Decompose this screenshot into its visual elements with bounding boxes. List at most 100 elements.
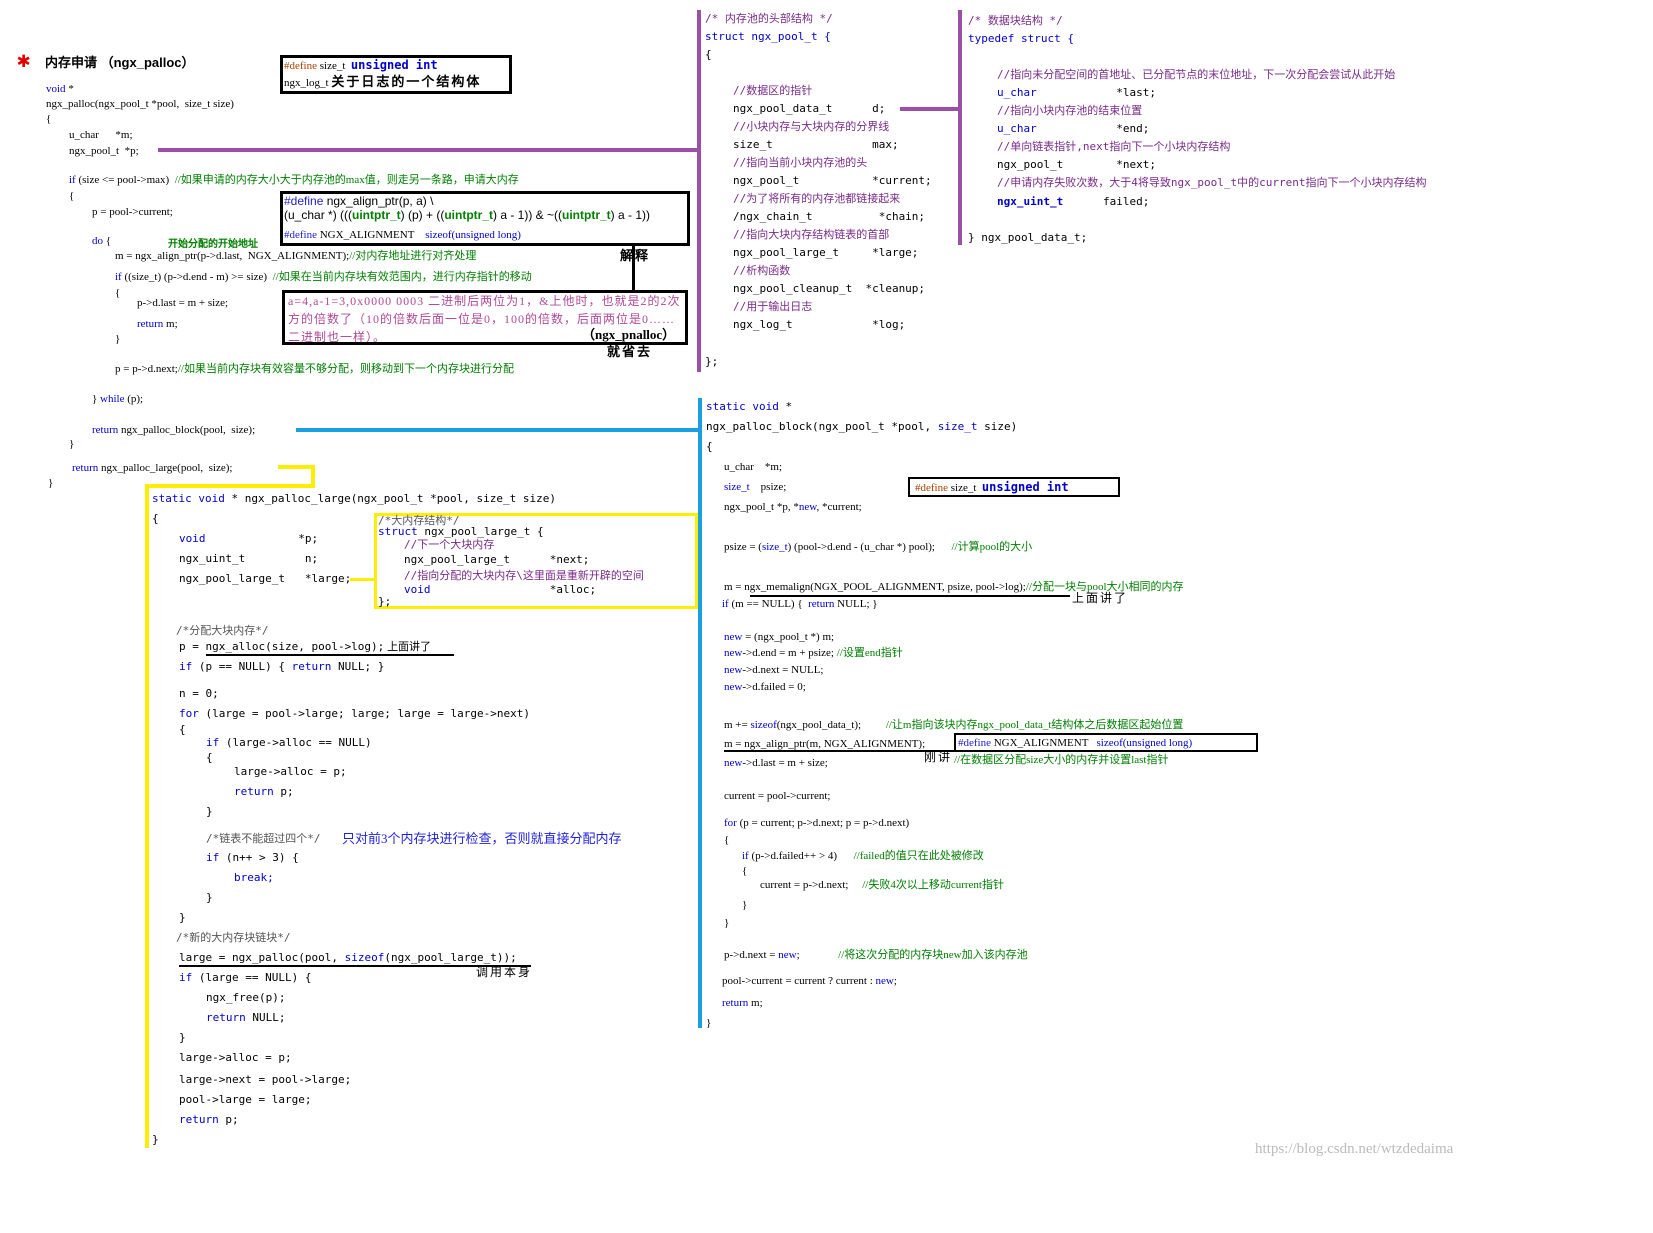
pool-struct-decl: struct ngx_pool_t { (705, 30, 831, 43)
block-new-next: new->d.next = NULL; (724, 664, 824, 676)
palloc-brace-3: { (115, 287, 121, 299)
large-comment-limit: /*链表不能超过四个*/ (206, 832, 321, 845)
large-palloc-underline (179, 965, 531, 967)
large-return-p: return p; (234, 785, 294, 798)
define-line-size-t: #define size_t unsigned int (284, 58, 438, 72)
block-note-above: 上面讲了 (1072, 591, 1129, 605)
large-struct-comment-1: //下一个大块内存 (404, 538, 495, 551)
block-note-just: 刚讲 (924, 750, 953, 764)
pool-comment-7: //用于输出日志 (733, 300, 813, 313)
large-if-n: if (n++ > 3) { (206, 851, 299, 864)
data-struct-decl: typedef struct { (968, 32, 1074, 45)
large-if-null: if (large == NULL) { (179, 971, 312, 984)
block-if-brace-close: } (742, 899, 748, 911)
block-var-m: u_char *m; (724, 461, 783, 473)
data-field-last: u_char *last; (997, 86, 1156, 99)
pool-comment-1: //数据区的指针 (733, 84, 813, 97)
block-memalign: m = ngx_memalign(NGX_POOL_ALIGNMENT, psi… (724, 581, 1184, 593)
palloc-last: p->d.last = m + size; (137, 297, 229, 309)
blue-divider-vertical (698, 398, 702, 1028)
page-title: 内存申请 （ngx_palloc） (45, 55, 195, 70)
large-var-n: ngx_uint_t n; (179, 552, 319, 565)
large-if-p: if (p == NULL) { return NULL; } (179, 660, 385, 673)
purple-divider-vertical (697, 10, 701, 372)
large-struct-comment-2: //指向分配的大块内存\这里面是重新开辟的空间 (404, 569, 644, 582)
data-comment-4: //申请内存失败次数，大于4将导致ngx_pool_t中的current指向下一… (997, 176, 1427, 189)
large-struct-decl: struct ngx_pool_large_t { (378, 525, 544, 538)
block-memalign-underline (750, 595, 1070, 597)
define-box-size-t (280, 55, 512, 94)
data-comment-1: //指向未分配空间的首地址、已分配节点的末位地址，下一次分配会尝试从此开始 (997, 68, 1396, 81)
palloc-brace-2: { (69, 190, 75, 202)
watermark: https://blog.csdn.net/wtzdedaima (1255, 1141, 1454, 1157)
large-pool-large: pool->large = large; (179, 1093, 312, 1106)
large-for-close: } (179, 911, 186, 924)
pool-comment-5: //指向大块内存结构链表的首部 (733, 228, 890, 241)
large-free: ngx_free(p); (206, 991, 286, 1004)
define-box-size-t-2 (908, 477, 1120, 497)
large-if-n-close: } (206, 891, 213, 904)
large-struct-end: }; (378, 595, 392, 608)
palloc-while: } while (p); (92, 393, 144, 405)
pool-comment-3: //指向当前小块内存池的头 (733, 156, 868, 169)
block-current-next: current = p->d.next; //失败4次以上移动current指针 (760, 879, 1004, 891)
block-new-end: new->d.end = m + psize; //设置end指针 (724, 647, 903, 659)
palloc-brace-end: } (48, 477, 54, 489)
palloc-align: m = ngx_align_ptr(p->d.last, NGX_ALIGNME… (115, 250, 477, 262)
block-brace: { (706, 440, 713, 453)
block-align: m = ngx_align_ptr(m, NGX_ALIGNMENT); (724, 738, 926, 750)
large-alloc-underline (206, 654, 454, 656)
purple-connector-palloc (158, 148, 698, 152)
data-comment-2: //指向小块内存池的结束位置 (997, 104, 1143, 117)
define-line-log: ngx_log_t 关于日志的一个结构体 (284, 74, 482, 90)
palloc-do-note: 开始分配的开始地址 (168, 239, 258, 250)
block-align-define-box (954, 733, 1258, 752)
large-struct-box (374, 513, 698, 609)
purple-divider-vertical-2 (958, 10, 962, 245)
align-box-line-2: (u_char *) (((uintptr_t) (p) + ((uintptr… (284, 208, 651, 222)
large-alloc: p = ngx_alloc(size, pool->log); 上面讲了 (179, 640, 432, 653)
large-struct-next: ngx_pool_large_t *next; (404, 553, 590, 566)
align-box-line-1: #define ngx_align_ptr(p, a) \ (284, 194, 434, 208)
large-struct-alloc: void *alloc; (404, 583, 597, 596)
large-return-null: return NULL; (206, 1011, 286, 1024)
pnalloc-label: （ngx_pnalloc） (582, 327, 676, 342)
block-for: for (p = current; p->d.next; p = p->d.ne… (724, 817, 910, 829)
yellow-divider-vertical (145, 484, 149, 1148)
data-field-end: u_char *end; (997, 122, 1150, 135)
pool-field-d: ngx_pool_data_t d; (733, 102, 886, 115)
block-for-brace: { (724, 834, 730, 846)
large-for: for (large = pool->large; large; large =… (179, 707, 531, 720)
align-box-line-3: #define NGX_ALIGNMENT sizeof(unsigned lo… (284, 229, 521, 241)
large-return-final: return p; (179, 1113, 239, 1126)
palloc-brace-open: { (46, 113, 52, 125)
block-return: return m; (722, 997, 763, 1009)
yellow-connector-v1 (311, 465, 315, 487)
data-struct-end: } ngx_pool_data_t; (968, 231, 1088, 244)
pool-struct-brace: { (705, 48, 712, 61)
block-signature: ngx_palloc_block(ngx_pool_t *pool, size_… (706, 420, 1018, 433)
large-break: break; (234, 871, 274, 884)
block-align-define: #define NGX_ALIGNMENT sizeof(unsigned lo… (958, 737, 1193, 749)
block-m-offset: m += sizeof(ngx_pool_data_t); //让m指向该块内存… (724, 719, 1184, 731)
yellow-connector-large (350, 578, 376, 581)
block-psize: psize = (size_t) (pool->d.end - (u_char … (724, 541, 1033, 553)
large-signature: static void * ngx_palloc_large(ngx_pool_… (152, 492, 556, 505)
palloc-brace-4: } (115, 333, 121, 345)
palloc-var-p: ngx_pool_t *p; (69, 145, 139, 157)
large-comment-new: /*新的大内存块链块*/ (176, 931, 291, 944)
pool-comment-4: //为了将所有的内存池都链接起来 (733, 192, 901, 205)
large-palloc: large = ngx_palloc(pool, sizeof(ngx_pool… (179, 951, 517, 964)
pool-field-current: ngx_pool_t *current; (733, 174, 932, 187)
palloc-next: p = p->d.next;//如果当前内存块有效容量不够分配，则移动到下一个内… (115, 363, 514, 375)
pool-struct-end: }; (705, 355, 719, 368)
pool-comment-2: //小块内存与大块内存的分界线 (733, 120, 890, 133)
align-box-connector (632, 244, 635, 292)
large-var-large: ngx_pool_large_t *large; (179, 572, 352, 585)
palloc-if-max: if (size <= pool->max) //如果申请的内存大小大于内存池的… (69, 174, 519, 186)
data-comment-3: //单向链表指针,next指向下一个小块内存结构 (997, 140, 1231, 153)
block-new-last-comment: //在数据区分配size大小的内存并设置last指针 (954, 754, 1169, 766)
large-note-recursive: 调用本身 (476, 965, 533, 979)
palloc-do: do { (92, 235, 112, 247)
block-new-failed: new->d.failed = 0; (724, 681, 806, 693)
